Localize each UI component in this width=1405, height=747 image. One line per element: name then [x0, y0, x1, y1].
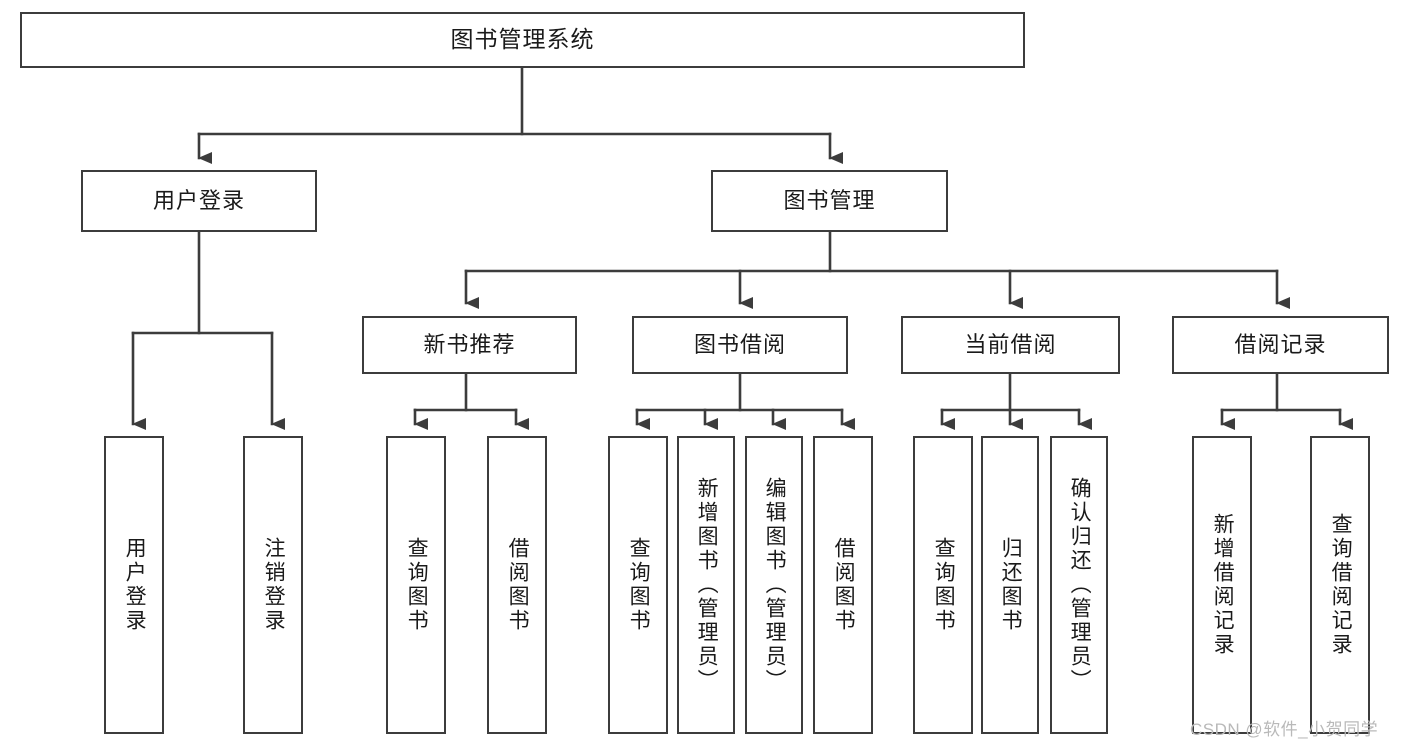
node-leaf-logout[interactable]: 注销登录 — [243, 436, 303, 734]
node-label: 图书管理 — [783, 187, 876, 213]
node-label: 图书管理系统 — [450, 26, 595, 53]
node-leaf-edit-book[interactable]: 编辑图书（管理员） — [745, 436, 803, 734]
node-label: 图书借阅 — [693, 331, 786, 357]
csdn-watermark: CSDN @软件_小贺同学 — [1190, 720, 1379, 739]
node-label: 借阅记录 — [1234, 331, 1327, 357]
node-label: 新增图书（管理员） — [695, 477, 719, 693]
node-leaf-return-book[interactable]: 归还图书 — [981, 436, 1039, 734]
node-leaf-user-login[interactable]: 用户登录 — [104, 436, 164, 734]
node-leaf-borrow-book-1[interactable]: 借阅图书 — [487, 436, 547, 734]
node-borrow-record[interactable]: 借阅记录 — [1172, 316, 1389, 374]
node-label: 注销登录 — [262, 537, 286, 633]
node-leaf-add-book[interactable]: 新增图书（管理员） — [677, 436, 735, 734]
node-label: 归还图书 — [999, 537, 1023, 633]
node-leaf-borrow-book-2[interactable]: 借阅图书 — [813, 436, 873, 734]
node-current-borrow[interactable]: 当前借阅 — [901, 316, 1120, 374]
node-label: 查询图书 — [405, 537, 429, 633]
node-label: 新书推荐 — [423, 331, 516, 357]
node-leaf-query-book-1[interactable]: 查询图书 — [386, 436, 446, 734]
node-label: 用户登录 — [152, 187, 245, 213]
node-new-book-rec[interactable]: 新书推荐 — [362, 316, 577, 374]
node-book-borrow[interactable]: 图书借阅 — [632, 316, 848, 374]
node-book-manage[interactable]: 图书管理 — [711, 170, 948, 232]
node-leaf-query-record[interactable]: 查询借阅记录 — [1310, 436, 1370, 734]
node-label: 查询图书 — [627, 537, 651, 633]
node-leaf-add-record[interactable]: 新增借阅记录 — [1192, 436, 1252, 734]
node-label: 查询借阅记录 — [1329, 513, 1353, 657]
node-label: 当前借阅 — [964, 331, 1057, 357]
node-label: 用户登录 — [123, 537, 147, 633]
node-label: 编辑图书（管理员） — [763, 477, 787, 693]
node-leaf-confirm-return[interactable]: 确认归还（管理员） — [1050, 436, 1108, 734]
node-leaf-query-book-2[interactable]: 查询图书 — [608, 436, 668, 734]
node-label: 借阅图书 — [506, 537, 530, 633]
node-label: 确认归还（管理员） — [1068, 477, 1092, 693]
node-user-login[interactable]: 用户登录 — [81, 170, 317, 232]
node-root[interactable]: 图书管理系统 — [20, 12, 1025, 68]
node-leaf-query-book-3[interactable]: 查询图书 — [913, 436, 973, 734]
node-label: 新增借阅记录 — [1211, 513, 1235, 657]
node-label: 查询图书 — [932, 537, 956, 633]
node-label: 借阅图书 — [832, 537, 856, 633]
